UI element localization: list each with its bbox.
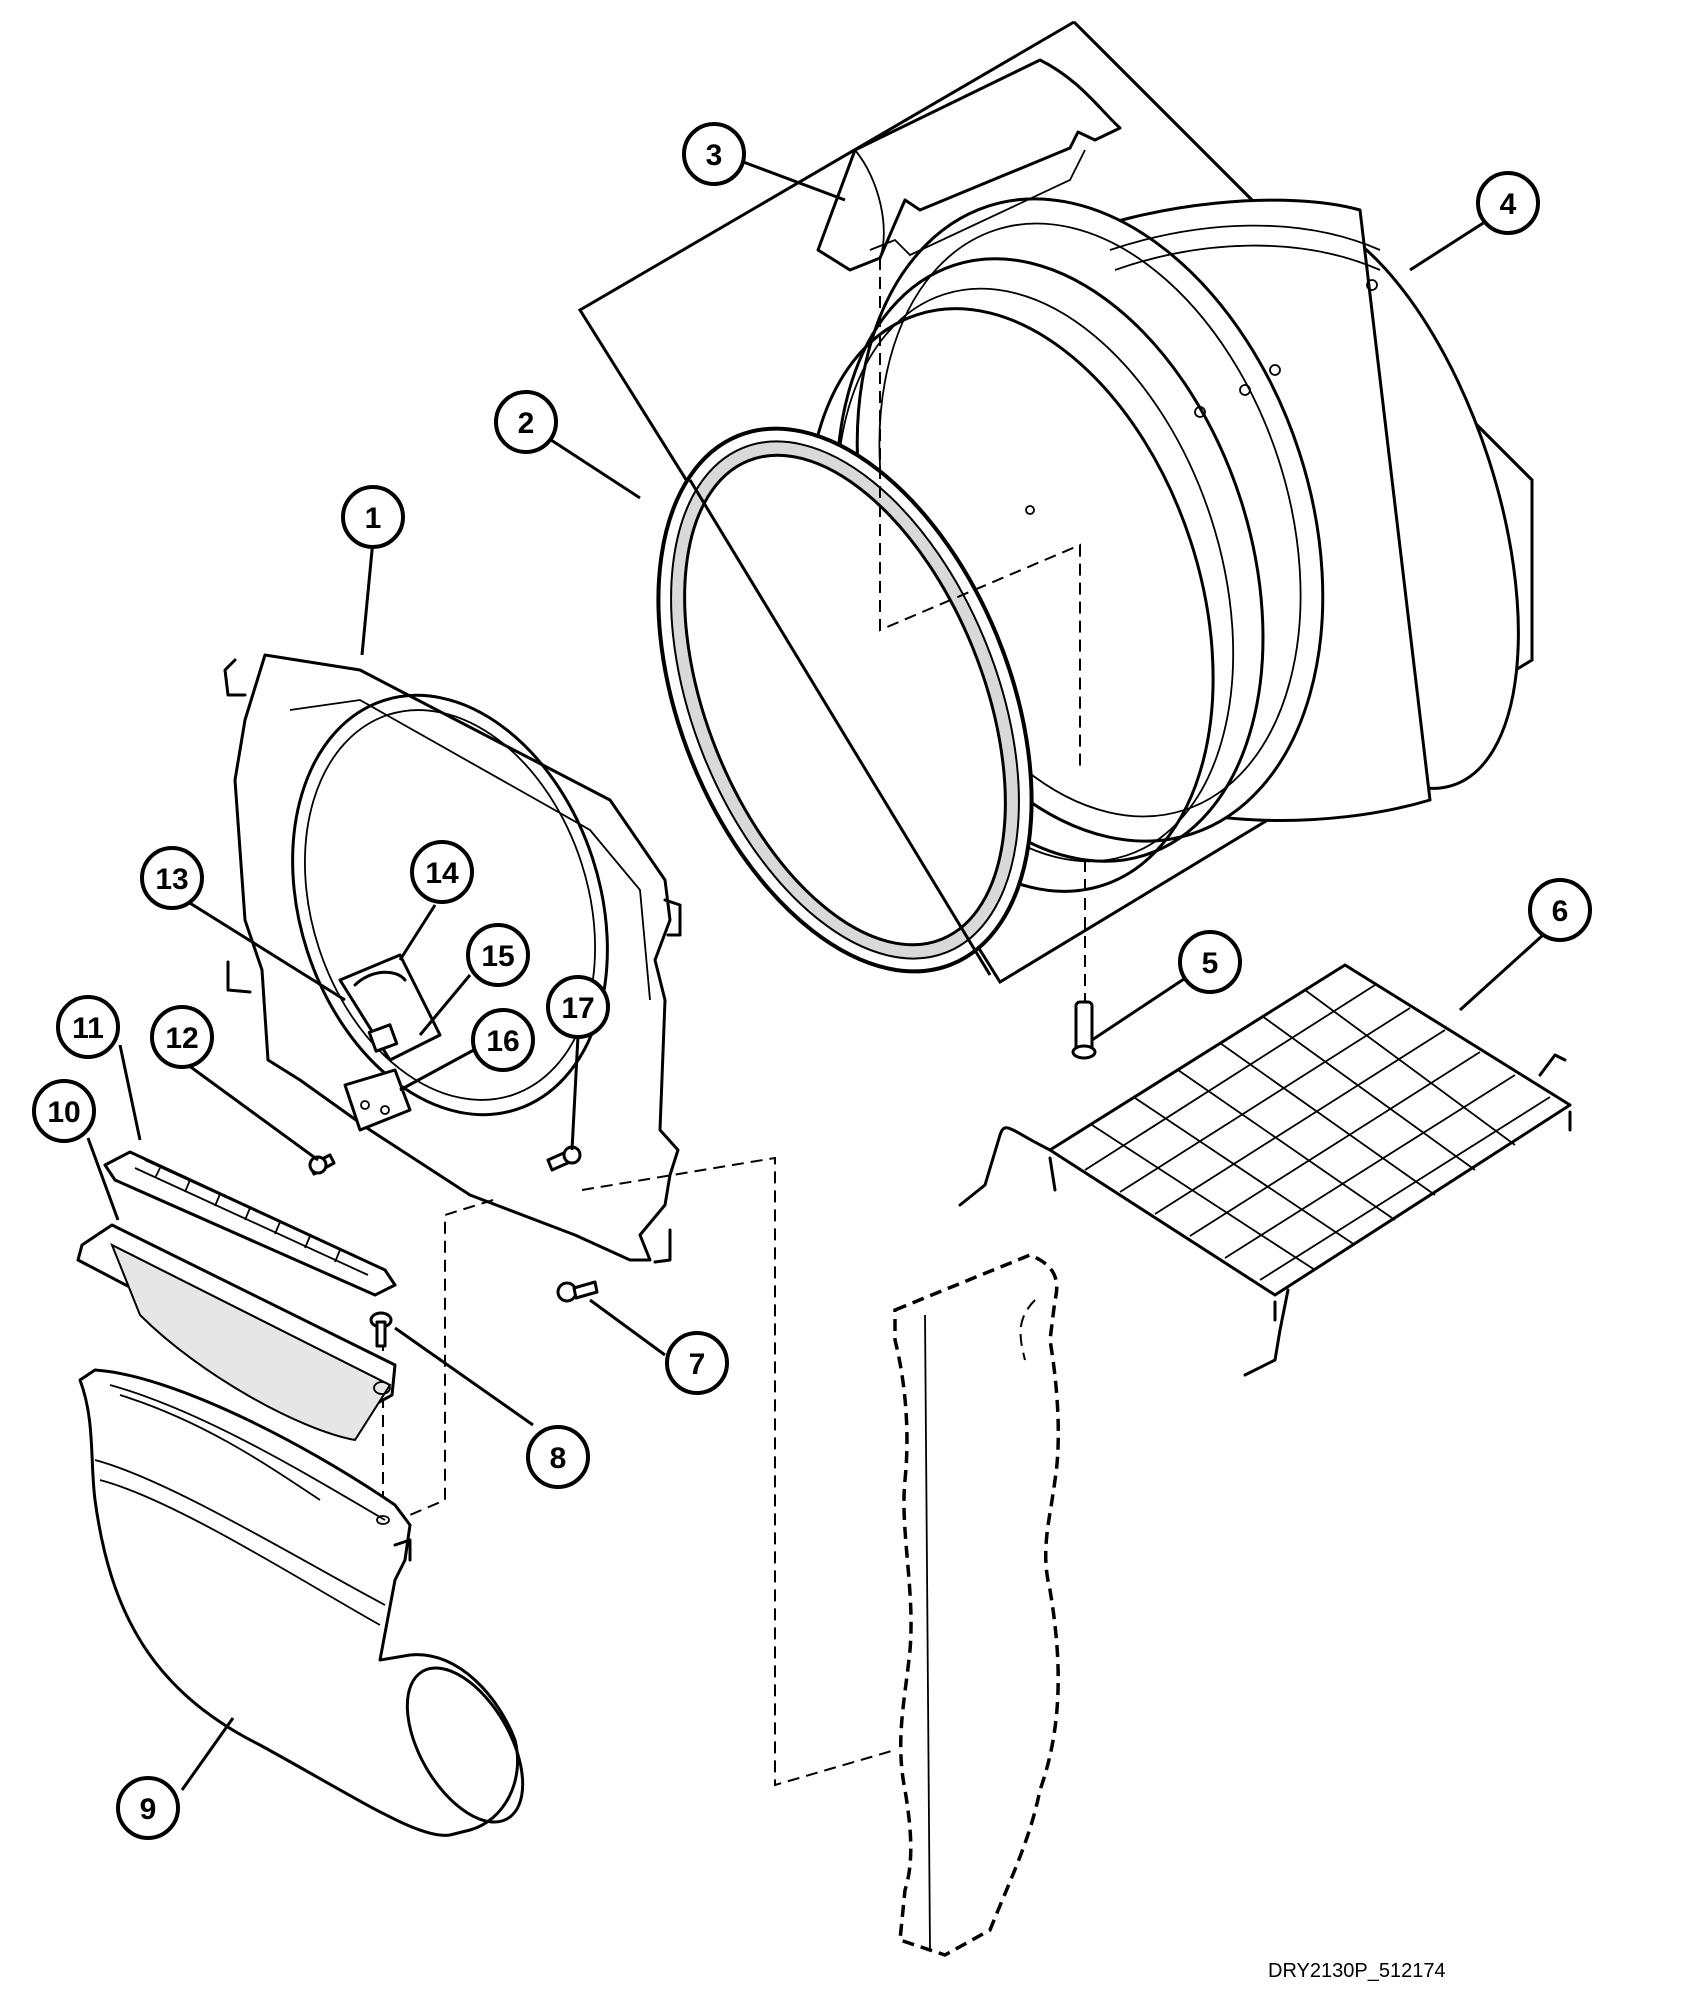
- callout-label-15: 15: [481, 940, 514, 973]
- callout-label-12: 12: [165, 1022, 198, 1055]
- callout-17: 17: [546, 975, 610, 1039]
- callout-label-4: 4: [1500, 188, 1517, 221]
- rack-part: [958, 963, 1572, 1377]
- callout-label-2: 2: [518, 407, 535, 440]
- callout-13: 13: [140, 846, 204, 910]
- callout-label-3: 3: [706, 139, 723, 172]
- callout-12: 12: [150, 1005, 214, 1069]
- lint-filter-part: [76, 1223, 397, 1442]
- callout-7: 7: [665, 1331, 729, 1395]
- callout-label-5: 5: [1202, 947, 1219, 980]
- front-bulkhead-part: [223, 653, 682, 1264]
- callout-label-13: 13: [155, 863, 188, 896]
- callout-label-8: 8: [550, 1442, 567, 1475]
- callout-label-17: 17: [561, 992, 594, 1025]
- phantom-duct-outline: [893, 1253, 1061, 1957]
- drawing-code-label: DRY2130P_512174: [1268, 1960, 1446, 1982]
- callout-label-6: 6: [1552, 895, 1569, 928]
- callout-16: 16: [471, 1008, 535, 1072]
- callout-10: 10: [32, 1079, 96, 1143]
- callout-label-1: 1: [365, 502, 382, 535]
- callout-3: 3: [682, 122, 746, 186]
- switch-assembly: [338, 953, 442, 1132]
- screw-item-12: [308, 1153, 336, 1176]
- callout-15: 15: [466, 923, 530, 987]
- filter-grill-part: [103, 1150, 397, 1297]
- callout-label-10: 10: [47, 1096, 80, 1129]
- callout-6: 6: [1528, 878, 1592, 942]
- callout-label-14: 14: [425, 857, 459, 890]
- leader-lines: [86, 158, 1545, 1791]
- baffle-part: [816, 58, 1122, 272]
- callout-11: 11: [56, 995, 120, 1059]
- screw-item-5: [1071, 1000, 1097, 1060]
- callout-label-16: 16: [486, 1025, 519, 1058]
- screw-item-8: [369, 1311, 393, 1348]
- lint-duct-part: [78, 1368, 525, 1837]
- callout-label-7: 7: [689, 1348, 706, 1381]
- callout-8: 8: [526, 1425, 590, 1489]
- seal-part: [656, 426, 1034, 976]
- callout-label-11: 11: [72, 1012, 104, 1045]
- callout-4: 4: [1476, 171, 1540, 235]
- callout-9: 9: [116, 1776, 180, 1840]
- callout-2: 2: [494, 390, 558, 454]
- callout-1: 1: [341, 485, 405, 549]
- callout-5: 5: [1178, 930, 1242, 994]
- callout-label-9: 9: [140, 1793, 157, 1826]
- callout-14: 14: [410, 840, 474, 904]
- screw-item-7: [556, 1280, 599, 1303]
